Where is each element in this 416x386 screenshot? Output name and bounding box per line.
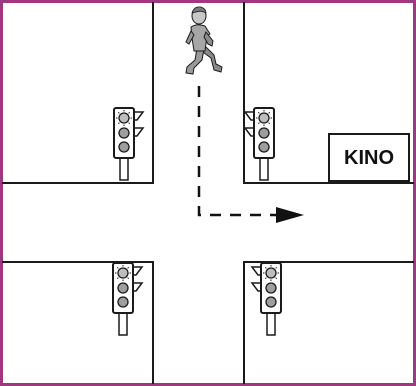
- cinema-sign-label: KINO: [344, 147, 394, 169]
- cinema-sign: KINO: [329, 134, 409, 181]
